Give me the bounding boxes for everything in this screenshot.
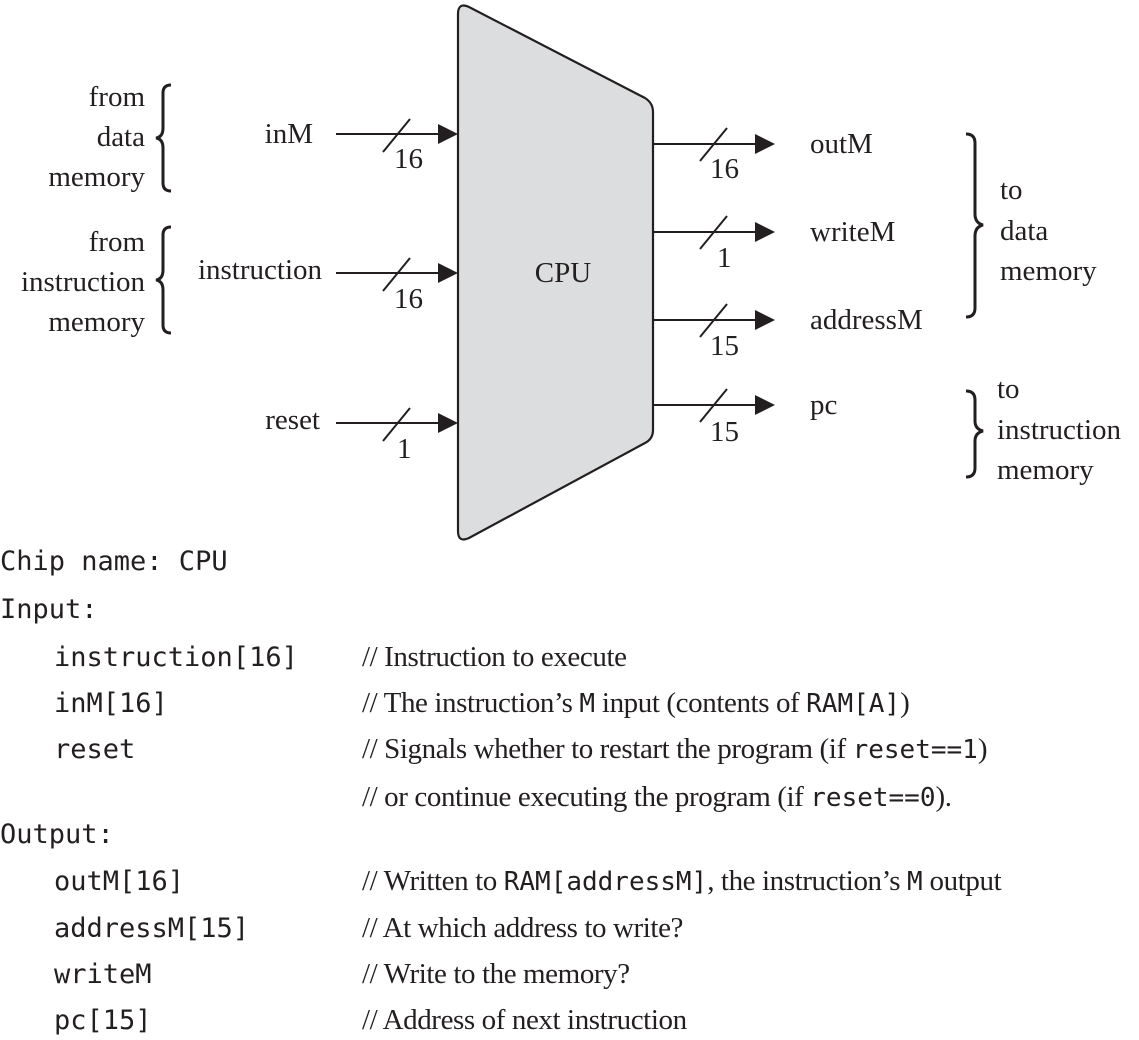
left-brace-icon bbox=[155, 225, 172, 335]
output-header: Output: bbox=[0, 819, 114, 850]
source-group-line: from bbox=[89, 81, 146, 113]
arrowhead-icon bbox=[438, 124, 458, 144]
output-wire-pc: 15 pc bbox=[653, 388, 837, 448]
output-pin-name: outM[16] bbox=[54, 866, 185, 897]
right-brace-icon bbox=[965, 389, 984, 479]
cpu-chip-body bbox=[456, 4, 655, 541]
arrowhead-icon bbox=[755, 310, 775, 330]
output-pin-name: pc[15] bbox=[54, 1005, 152, 1036]
bus-width-reset: 1 bbox=[397, 433, 412, 465]
input-pin-description: // Signals whether to restart the progra… bbox=[362, 733, 987, 766]
source-group-data-memory: from data memory bbox=[48, 81, 172, 193]
dest-group-line: instruction bbox=[997, 414, 1122, 446]
description-text: ) bbox=[977, 733, 988, 765]
dest-group-line: to bbox=[1000, 174, 1023, 206]
description-text: // Write to the memory? bbox=[362, 958, 630, 990]
input-pin-description: // Instruction to execute bbox=[362, 641, 627, 673]
source-group-instruction-memory: from instruction memory bbox=[21, 225, 172, 338]
output-label-writeM: writeM bbox=[810, 216, 895, 248]
input-wire-instruction: instruction 16 bbox=[198, 254, 458, 315]
output-wire-addressM: 15 addressM bbox=[653, 303, 923, 362]
chip-name-line: Chip name: CPU bbox=[0, 546, 228, 577]
description-text: // or continue executing the program (if bbox=[362, 781, 811, 813]
bus-slash bbox=[699, 127, 728, 162]
source-group-line: instruction bbox=[21, 266, 146, 298]
output-pin-description: // Address of next instruction bbox=[362, 1004, 687, 1036]
output-wire-outM: 16 outM bbox=[653, 127, 873, 185]
description-text: // At which address to write? bbox=[362, 912, 684, 944]
source-group-line: memory bbox=[48, 306, 145, 338]
input-label-instruction: instruction bbox=[198, 254, 323, 286]
bus-width-writeM: 1 bbox=[717, 242, 732, 274]
output-label-pc: pc bbox=[810, 389, 837, 421]
description-text: output bbox=[922, 865, 1002, 897]
output-pin-name: addressM[15] bbox=[54, 913, 250, 944]
cpu-block-diagram: CPU inM 16 instruction 16 reset 1 16 out… bbox=[21, 4, 1122, 541]
description-text: // The instruction’s bbox=[362, 687, 580, 719]
bus-slash bbox=[382, 257, 411, 292]
right-brace-icon bbox=[965, 132, 984, 319]
inline-code: reset==1 bbox=[852, 735, 978, 765]
bus-slash bbox=[699, 303, 728, 338]
cpu-chip-label: CPU bbox=[535, 257, 591, 289]
left-brace-icon bbox=[155, 83, 172, 193]
bus-slash bbox=[382, 407, 411, 442]
input-header: Input: bbox=[0, 594, 98, 625]
description-text: // Address of next instruction bbox=[362, 1004, 687, 1036]
inline-code: M bbox=[907, 867, 923, 897]
inline-code: RAM[A] bbox=[806, 689, 901, 719]
dest-group-line: to bbox=[997, 373, 1020, 405]
input-pin-name: reset bbox=[54, 734, 136, 765]
inline-code: reset==0 bbox=[810, 783, 936, 813]
dest-group-data-memory: to data memory bbox=[965, 132, 1097, 319]
output-pin-description: // Write to the memory? bbox=[362, 958, 630, 990]
inline-code: M bbox=[579, 689, 596, 719]
description-text: input (contents of bbox=[595, 687, 807, 719]
output-wire-writeM: 1 writeM bbox=[653, 215, 895, 274]
input-label-reset: reset bbox=[265, 404, 320, 436]
output-label-addressM: addressM bbox=[810, 304, 923, 336]
input-pin-description: // The instruction’s M input (contents o… bbox=[362, 687, 910, 720]
description-text: ). bbox=[935, 781, 953, 813]
description-text: , the instruction’s bbox=[707, 865, 908, 897]
inline-code: RAM[addressM] bbox=[503, 867, 708, 897]
bus-width-pc: 15 bbox=[710, 416, 739, 448]
input-label-inM: inM bbox=[265, 118, 313, 150]
description-text: // Instruction to execute bbox=[362, 641, 627, 673]
bus-width-inM: 16 bbox=[394, 143, 423, 175]
input-pin-description-continued: // or continue executing the program (if… bbox=[362, 781, 952, 814]
source-group-line: from bbox=[89, 226, 146, 258]
bus-width-instruction: 16 bbox=[394, 283, 423, 315]
dest-group-line: memory bbox=[997, 454, 1094, 486]
source-group-line: data bbox=[97, 121, 145, 153]
input-pin-name: instruction[16] bbox=[54, 642, 298, 673]
bus-slash bbox=[699, 388, 728, 423]
dest-group-line: memory bbox=[1000, 255, 1097, 287]
dest-group-instruction-memory: to instruction memory bbox=[965, 373, 1122, 486]
arrowhead-icon bbox=[438, 413, 458, 433]
output-pin-description: // Written to RAM[addressM], the instruc… bbox=[362, 865, 1002, 898]
description-text: // Written to bbox=[362, 865, 504, 897]
input-pin-name: inM[16] bbox=[54, 688, 168, 719]
bus-slash bbox=[699, 215, 728, 250]
bus-slash bbox=[382, 118, 411, 153]
source-group-line: memory bbox=[48, 161, 145, 193]
arrowhead-icon bbox=[438, 263, 458, 283]
bus-width-addressM: 15 bbox=[710, 330, 739, 362]
bus-width-outM: 16 bbox=[710, 153, 739, 185]
arrowhead-icon bbox=[755, 134, 775, 154]
output-pin-description: // At which address to write? bbox=[362, 912, 683, 944]
description-text: ) bbox=[900, 687, 910, 719]
arrowhead-icon bbox=[755, 222, 775, 242]
input-wire-inM: inM 16 bbox=[265, 118, 458, 175]
input-wire-reset: reset 1 bbox=[265, 404, 458, 465]
output-pin-name: writeM bbox=[54, 959, 152, 990]
description-text: // Signals whether to restart the progra… bbox=[362, 733, 853, 765]
dest-group-line: data bbox=[1000, 215, 1048, 247]
arrowhead-icon bbox=[755, 395, 775, 415]
output-label-outM: outM bbox=[810, 128, 873, 160]
